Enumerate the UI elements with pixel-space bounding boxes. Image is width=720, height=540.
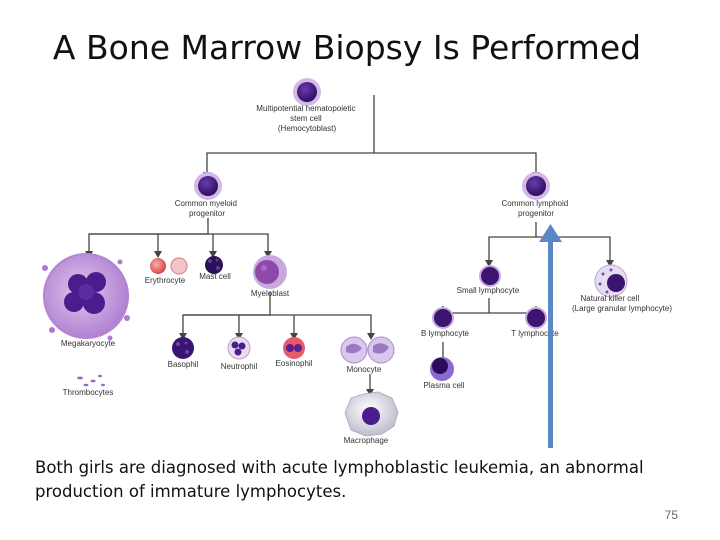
myeloid-progenitor-icon xyxy=(194,172,222,200)
monocyte-icon xyxy=(340,336,395,364)
small-lymphocyte-icon xyxy=(479,265,501,287)
erythrocyte-label: Erythrocyte xyxy=(145,276,186,285)
natural-killer-label-1: Natural killer cell xyxy=(581,294,640,303)
basophil-icon xyxy=(172,337,194,359)
highlight-up-arrow xyxy=(539,224,562,448)
myeloblast-icon xyxy=(253,255,287,289)
plasma-cell-label: Plasma cell xyxy=(424,381,465,390)
plasma-cell-icon xyxy=(430,357,454,381)
stem-cell-icon xyxy=(293,78,321,106)
b-lymphocyte-icon xyxy=(432,307,454,329)
t-lymphocyte-label: T lymphocyte xyxy=(511,329,559,338)
svg-text:Natural killer cell (Large: Natural killer cell (Large granular lymp… xyxy=(572,294,672,313)
page-number: 75 xyxy=(664,508,678,522)
monocyte-label: Monocyte xyxy=(347,365,382,374)
megakaryocyte-label: Megakaryocyte xyxy=(61,339,116,348)
small-lymphocyte-label: Small lymphocyte xyxy=(457,286,520,295)
stem-cell-label-1: Multipotential hematopoietic xyxy=(256,104,355,113)
macrophage-label: Macrophage xyxy=(344,436,389,445)
macrophage-icon xyxy=(344,391,399,437)
b-lymphocyte-label: B lymphocyte xyxy=(421,329,470,338)
myeloid-progenitor-label-2: progenitor xyxy=(189,209,225,218)
stem-cell-label-2: stem cell xyxy=(290,114,322,123)
thrombocytes-icon xyxy=(77,374,105,387)
lymphoid-progenitor-label-1: Common lymphoid xyxy=(502,199,569,208)
stem-cell-label-3: (Hemocytoblast) xyxy=(278,124,337,133)
mast-cell-icon xyxy=(205,256,223,274)
slide-title: A Bone Marrow Biopsy Is Performed xyxy=(52,28,642,67)
svg-text:Common lymphoid progenitor: Common lymphoid progenitor xyxy=(502,199,571,218)
thrombocytes-label: Thrombocytes xyxy=(63,388,114,397)
myeloblast-label: Myeloblast xyxy=(251,289,290,298)
megakaryocyte-icon xyxy=(42,253,130,341)
eosinophil-label: Eosinophil xyxy=(276,359,313,368)
myeloid-progenitor-label-1: Common myeloid xyxy=(175,199,237,208)
t-lymphocyte-icon xyxy=(525,307,547,329)
neutrophil-label: Neutrophil xyxy=(221,362,258,371)
eosinophil-icon xyxy=(283,337,305,359)
erythrocyte-icon xyxy=(150,257,188,275)
natural-killer-label-2: (Large granular lymphocyte) xyxy=(572,304,672,313)
svg-text:Multipotential hematopoietic: Multipotential hematopoietic stem cell (… xyxy=(256,104,357,133)
basophil-label: Basophil xyxy=(168,360,199,369)
svg-text:Common myeloid progenitor: Common myeloid progenitor xyxy=(175,199,239,218)
caption-text: Both girls are diagnosed with acute lymp… xyxy=(35,458,644,501)
neutrophil-icon xyxy=(227,336,251,360)
natural-killer-cell-icon xyxy=(594,264,628,298)
lymphoid-progenitor-label-2: progenitor xyxy=(518,209,554,218)
mast-cell-label: Mast cell xyxy=(199,272,231,281)
lymphoid-progenitor-icon xyxy=(522,172,550,200)
